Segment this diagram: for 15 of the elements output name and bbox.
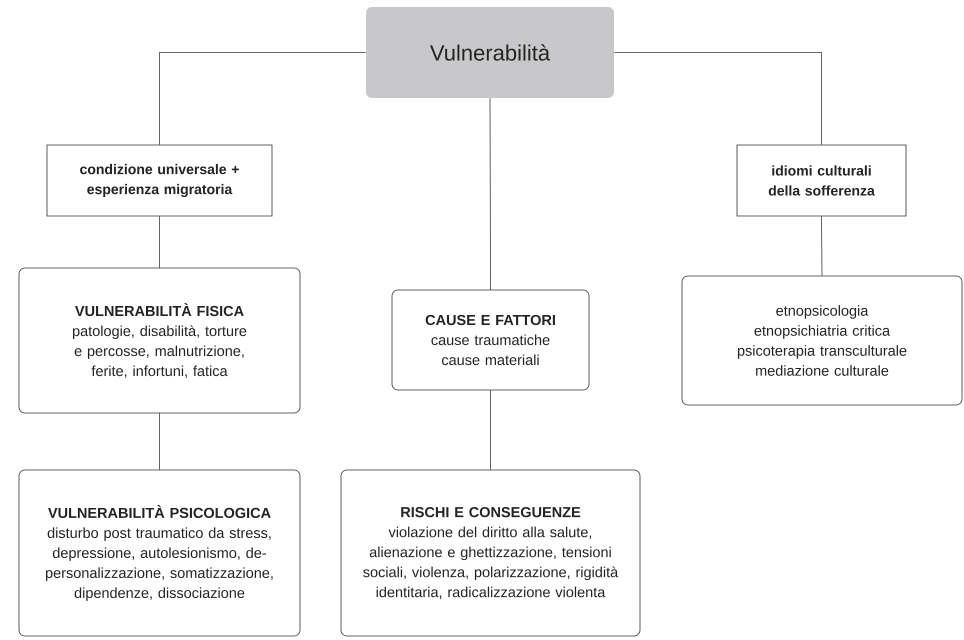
category-box: condizione universale + esperienza migratoria — [46, 144, 272, 216]
topic-box: etnopsicologia etnopsichiatria critica psicoterapia transculturale mediazione culturale — [682, 276, 962, 406]
connector-line — [490, 390, 491, 470]
title-box: Vulnerabilità — [366, 7, 614, 98]
connector-line — [490, 98, 491, 290]
topic-box: VULNERABILITÀ FISICA patologie, disabilità, torture e percosse, malnutrizione, ferite, infortuni, fatica — [18, 268, 300, 414]
topic-box: RISCHI E CONSEGUENZE violazione del diritto alla salute, alienazione e ghettizzazione, tensioni sociali, violenza, polarizzazione, rigidità identitaria, radicalizzazione violenta — [340, 470, 640, 636]
connector-line — [821, 216, 822, 276]
connector-line — [159, 413, 160, 470]
topic-box: CAUSE E FATTORI cause traumatiche cause materiali — [392, 290, 590, 390]
topic-box: VULNERABILITÀ PSICOLOGICA disturbo post traumatico da stress, depressione, autolesionismo, de-personalizzazione, somatizzazione, dipendenze, dissociazione — [18, 470, 300, 636]
connector-line — [159, 216, 160, 268]
connector-line — [159, 52, 366, 145]
category-box: idiomi culturali della sofferenza — [736, 144, 906, 216]
connector-line — [614, 52, 822, 145]
